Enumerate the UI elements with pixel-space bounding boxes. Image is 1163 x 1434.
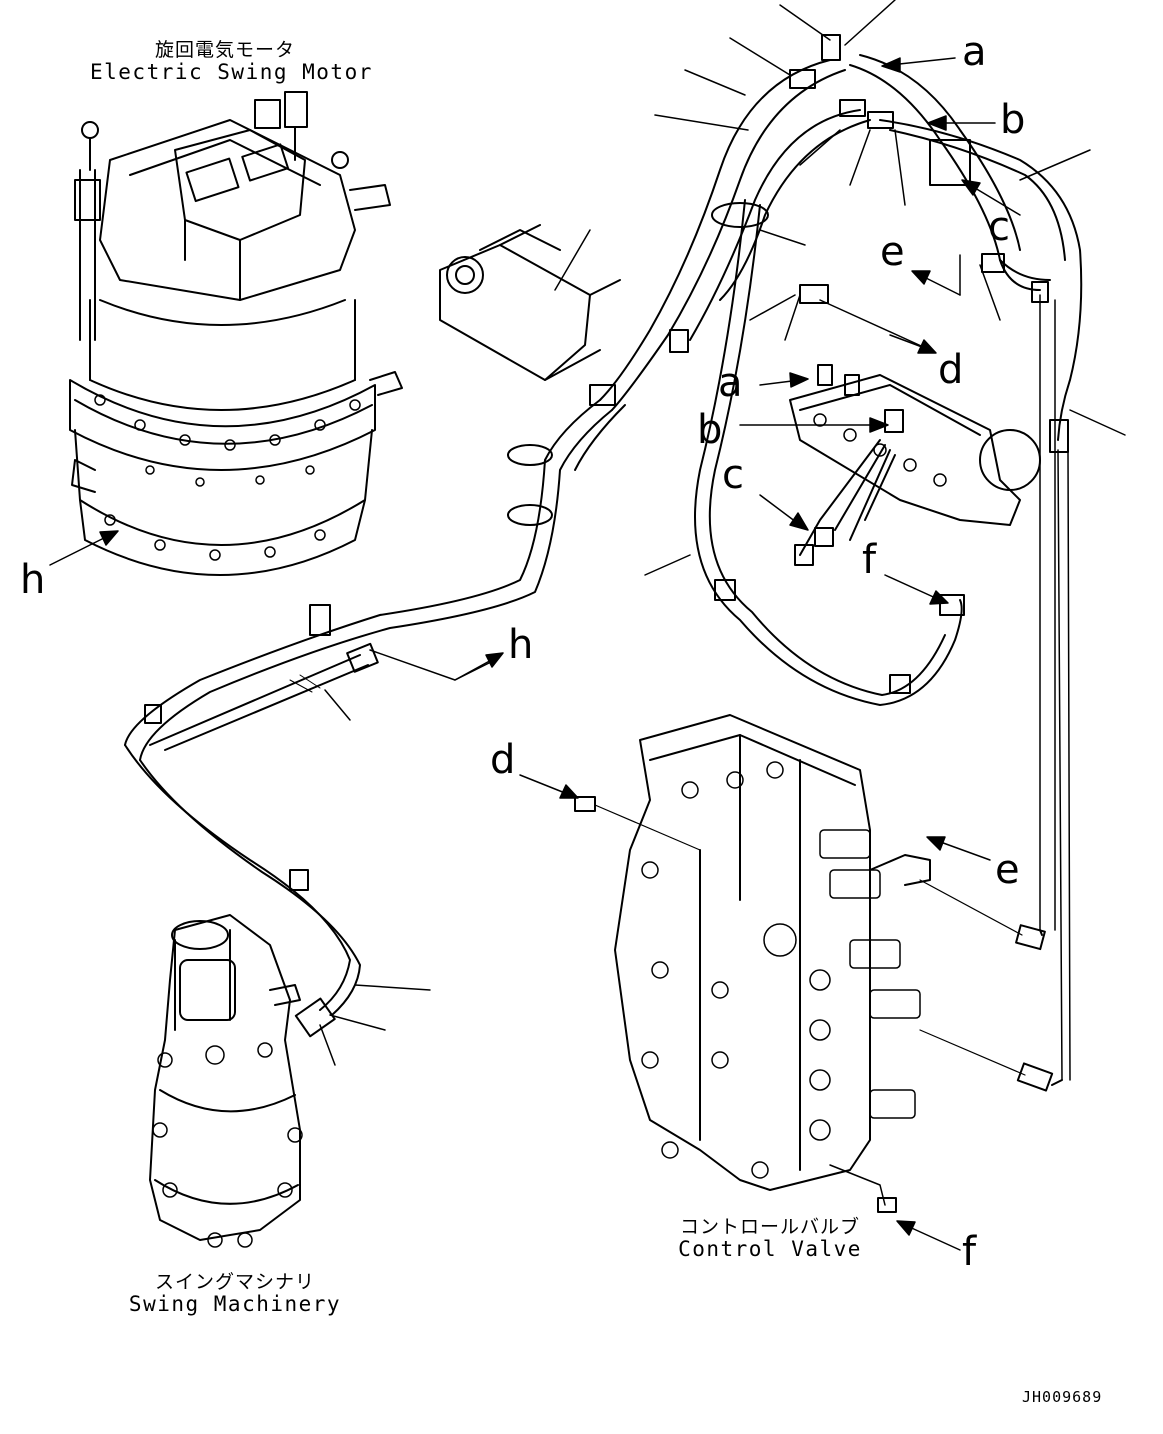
callout-h-left: h <box>20 557 46 603</box>
sensor-block-illustration <box>439 224 621 381</box>
callout-d-top: d <box>938 347 964 393</box>
callout-a-top: a <box>962 29 987 75</box>
callout-c-top: c <box>988 204 1010 250</box>
callout-d-control-valve: d <box>490 737 516 783</box>
swing-motor-label-en: Electric Swing Motor <box>90 60 373 84</box>
callout-h-mid: h <box>508 622 534 668</box>
control-valve-label-jp: コントロールバルブ <box>679 1216 860 1238</box>
callout-c-mid: c <box>722 452 744 498</box>
control-valve-illustration <box>574 714 1063 1213</box>
callout-a-mid: a <box>718 360 743 406</box>
control-valve-label-en: Control Valve <box>678 1237 862 1261</box>
swing-machinery-illustration <box>149 914 303 1248</box>
swing-machinery-label-en: Swing Machinery <box>128 1292 342 1316</box>
leader-lines <box>319 0 1126 1066</box>
hose-bundle <box>124 34 1083 1081</box>
callout-e-control-valve: e <box>995 847 1020 893</box>
swing-motor-label-jp: 旋回電気モータ <box>154 39 295 61</box>
callout-arrows <box>49 57 1021 1251</box>
small-control-valve-illustration <box>789 364 1041 566</box>
swing-machinery-label-jp: スイングマシナリ <box>154 1271 315 1293</box>
callout-b-mid: b <box>697 407 723 453</box>
document-id: JH009689 <box>1022 1388 1103 1406</box>
electric-swing-motor-illustration <box>69 91 403 576</box>
callout-e-top: e <box>880 229 905 275</box>
callout-f-mid: f <box>862 537 877 583</box>
callout-b-top: b <box>1000 97 1026 143</box>
callout-f-control-valve: f <box>962 1229 977 1275</box>
